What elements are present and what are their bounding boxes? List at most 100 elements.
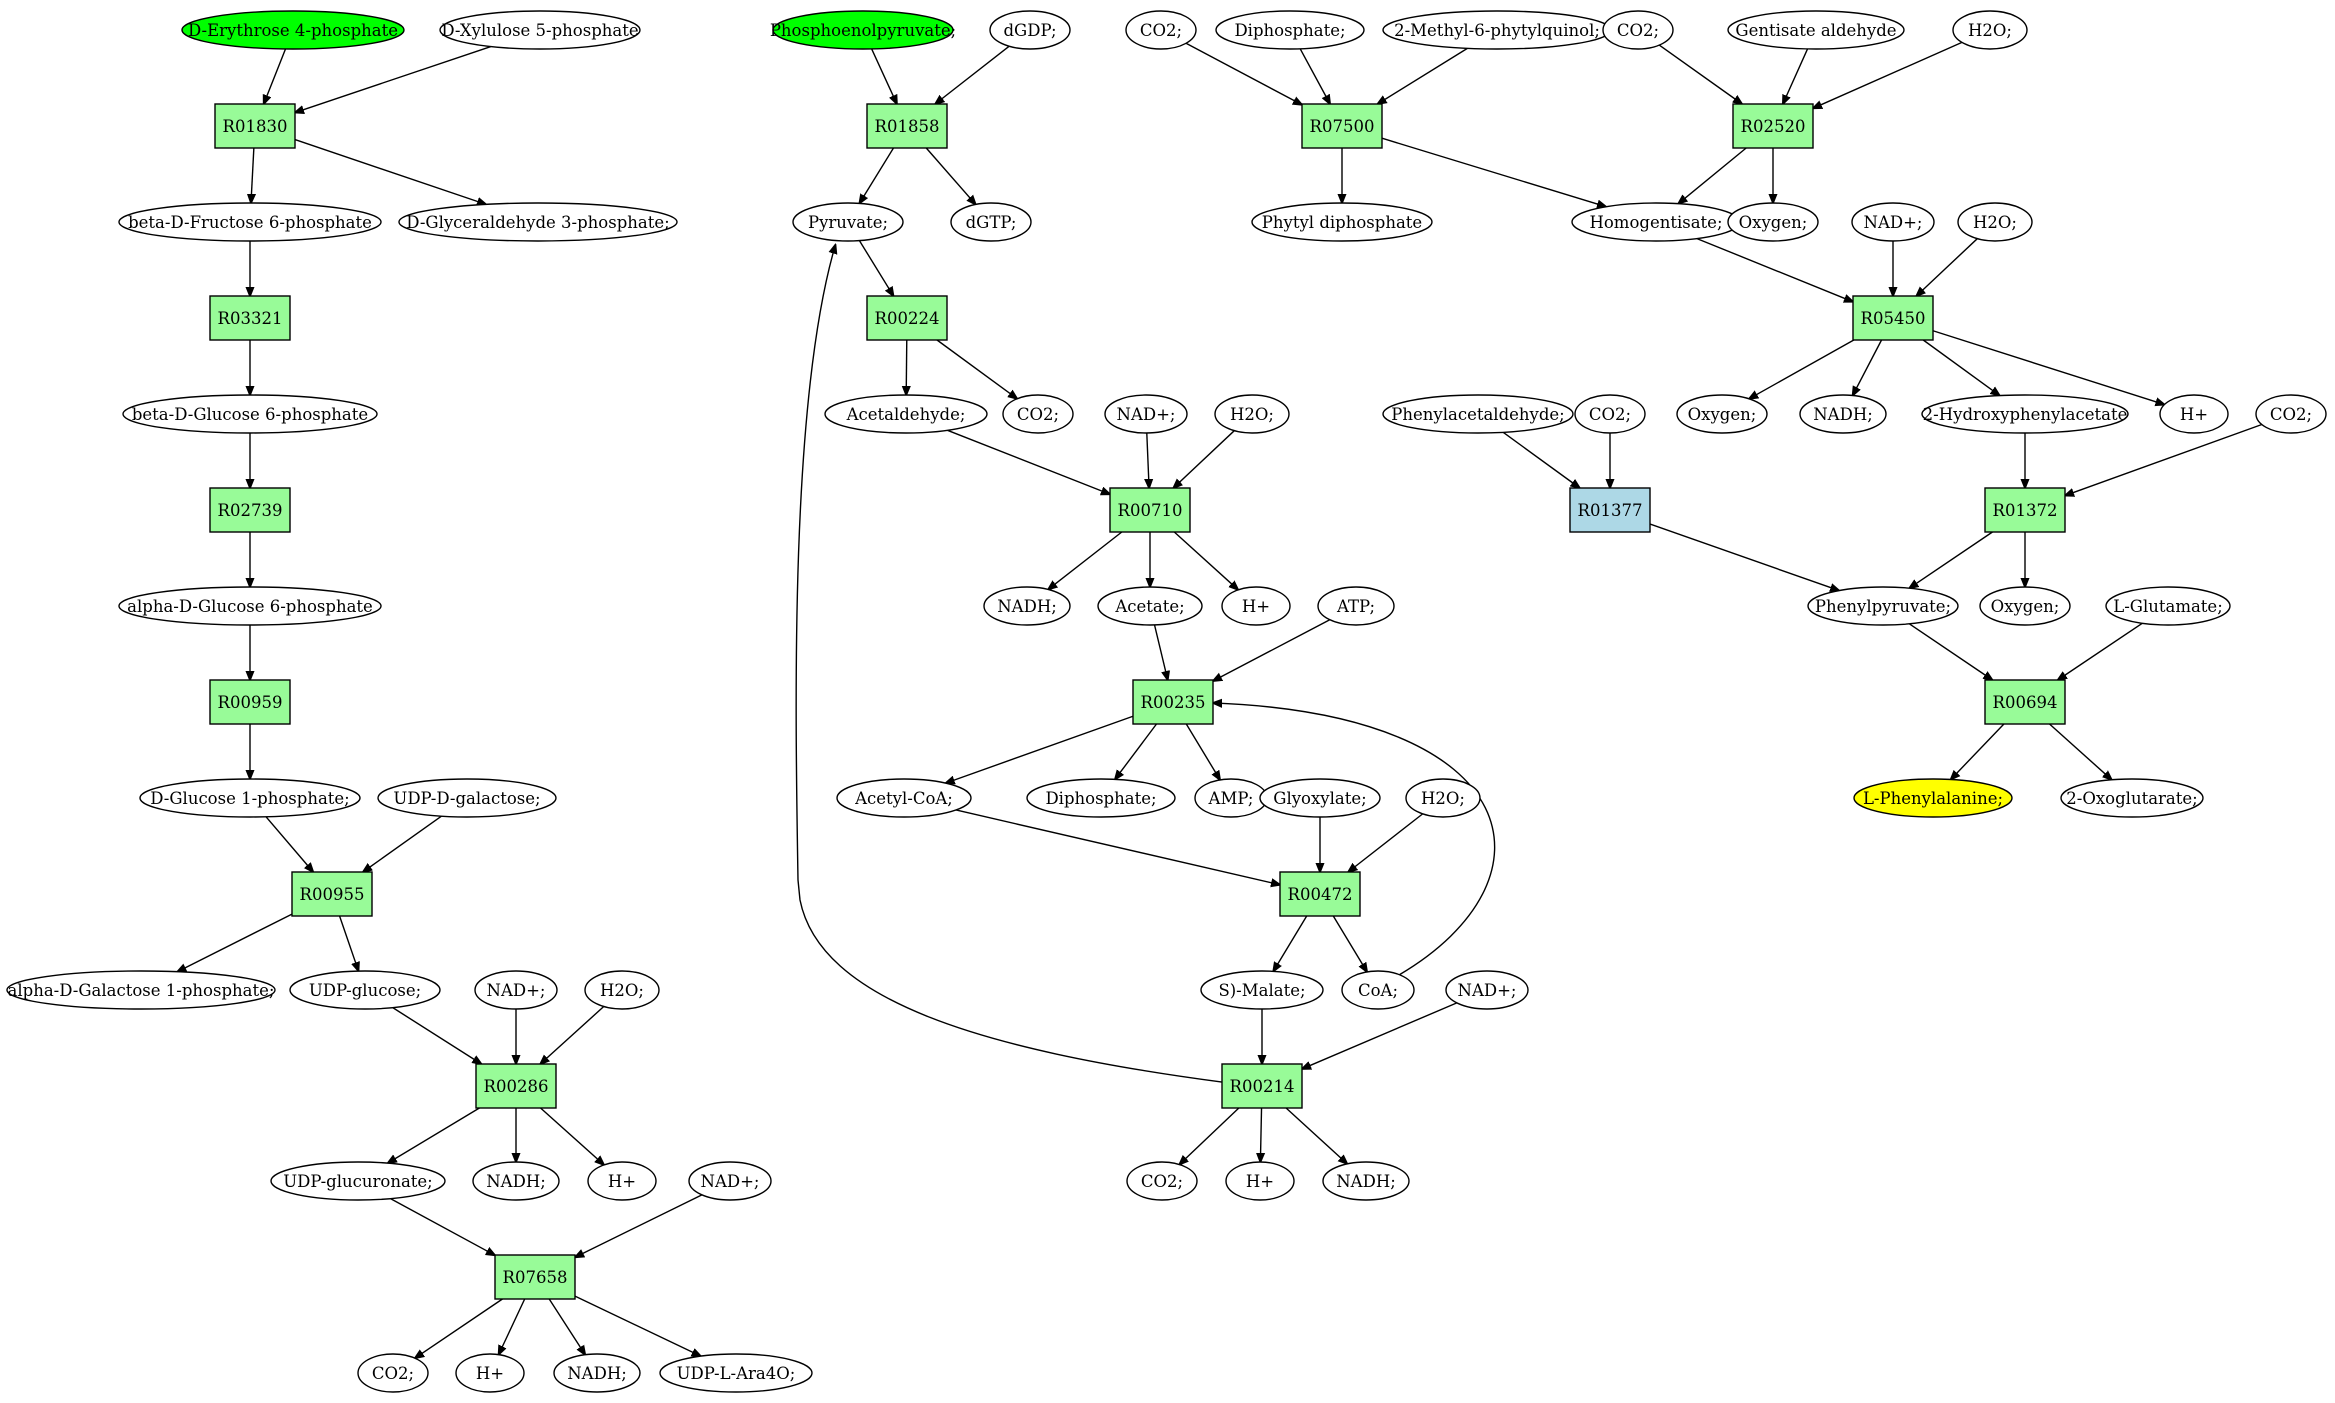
compound-node-phenylpyruvate[interactable]: Phenylpyruvate;	[1807, 586, 1959, 626]
compound-node-d-glyceraldehyde-3-phosphate[interactable]: D-Glyceraldehyde 3-phosphate;	[398, 202, 678, 242]
compound-node-h2o[interactable]: H2O;	[1405, 778, 1481, 818]
compound-node-co2[interactable]: CO2;	[1574, 394, 1646, 434]
reaction-node-r00472[interactable]: R00472	[1279, 871, 1361, 917]
compound-node-h[interactable]: H+	[1225, 1161, 1295, 1201]
compound-node-nad[interactable]: NAD+;	[688, 1161, 772, 1201]
compound-node-phosphoenolpyruvate[interactable]: Phosphoenolpyruvate;	[770, 10, 956, 50]
compound-node-2-methyl-6-phytylquinol[interactable]: 2-Methyl-6-phytylquinol;	[1382, 10, 1612, 50]
compound-node-s-malate[interactable]: S)-Malate;	[1200, 970, 1324, 1010]
compound-node-h2o[interactable]: H2O;	[1957, 202, 2033, 242]
compound-node-pyruvate[interactable]: Pyruvate;	[792, 202, 904, 242]
compound-node-co2[interactable]: CO2;	[357, 1353, 429, 1393]
compound-node-diphosphate[interactable]: Diphosphate;	[1215, 10, 1365, 50]
reaction-node-r00955[interactable]: R00955	[291, 871, 373, 917]
compound-node-nadh[interactable]: NADH;	[1322, 1161, 1410, 1201]
compound-node-2-oxoglutarate[interactable]: 2-Oxoglutarate;	[2060, 778, 2204, 818]
reaction-node-r00286[interactable]: R00286	[475, 1063, 557, 1109]
compound-node-phytyl-diphosphate[interactable]: Phytyl diphosphate	[1251, 202, 1433, 242]
compound-node-gentisate-aldehyde[interactable]: Gentisate aldehyde	[1727, 10, 1905, 50]
compound-node-nadh[interactable]: NADH;	[553, 1353, 641, 1393]
compound-node-h[interactable]: H+	[587, 1161, 657, 1201]
compound-label: Oxygen;	[1688, 405, 1757, 424]
compound-node-h[interactable]: H+	[1221, 586, 1291, 626]
compound-label: Phytyl diphosphate	[1262, 213, 1422, 232]
compound-node-udp-glucose[interactable]: UDP-glucose;	[289, 970, 441, 1010]
compound-node-co2[interactable]: CO2;	[1002, 394, 1074, 434]
compound-node-d-xylulose-5-phosphate[interactable]: D-Xylulose 5-phosphate	[439, 10, 641, 50]
compound-label: NAD+;	[487, 981, 546, 1000]
compound-node-d-glucose-1-phosphate[interactable]: D-Glucose 1-phosphate;	[139, 778, 361, 818]
reaction-node-r01830[interactable]: R01830	[214, 103, 296, 149]
compound-node-nadh[interactable]: NADH;	[983, 586, 1071, 626]
compound-node-atp[interactable]: ATP;	[1317, 586, 1395, 626]
reaction-node-r00214[interactable]: R00214	[1221, 1063, 1303, 1109]
compound-label: CO2;	[1617, 21, 1659, 40]
reaction-node-r01377[interactable]: R01377	[1569, 487, 1651, 533]
compound-node-udp-d-galactose[interactable]: UDP-D-galactose;	[377, 778, 557, 818]
reaction-node-r07658[interactable]: R07658	[494, 1254, 576, 1300]
reaction-node-r05450[interactable]: R05450	[1852, 295, 1934, 341]
reaction-node-r07500[interactable]: R07500	[1301, 103, 1383, 149]
compound-node-udp-l-ara4o[interactable]: UDP-L-Ara4O;	[659, 1353, 813, 1393]
compound-node-homogentisate[interactable]: Homogentisate;	[1571, 202, 1741, 242]
edge-r00472-to-s-malate	[1273, 915, 1308, 971]
compound-node-nad[interactable]: NAD+;	[1104, 394, 1188, 434]
compound-node-oxygen[interactable]: Oxygen;	[1676, 394, 1768, 434]
compound-node-acetate[interactable]: Acetate;	[1097, 586, 1203, 626]
compound-node-udp-glucuronate[interactable]: UDP-glucuronate;	[270, 1161, 446, 1201]
reaction-node-r01858[interactable]: R01858	[866, 103, 948, 149]
compound-node-l-phenylalanine[interactable]: L-Phenylalanine;	[1853, 778, 2013, 818]
compound-node-coa[interactable]: CoA;	[1341, 970, 1415, 1010]
compound-node-co2[interactable]: CO2;	[1602, 10, 1674, 50]
compound-node-alpha-d-glucose-6-phosphate[interactable]: alpha-D-Glucose 6-phosphate	[118, 586, 382, 626]
compound-ellipse	[1214, 394, 1290, 434]
compound-node-h[interactable]: H+	[2159, 394, 2229, 434]
compound-node-co2[interactable]: CO2;	[2255, 394, 2327, 434]
compound-node-diphosphate[interactable]: Diphosphate;	[1026, 778, 1176, 818]
reaction-node-r00694[interactable]: R00694	[1984, 679, 2066, 725]
compound-node-beta-d-glucose-6-phosphate[interactable]: beta-D-Glucose 6-phosphate	[122, 394, 378, 434]
compound-node-co2[interactable]: CO2;	[1126, 1161, 1198, 1201]
reaction-box	[866, 295, 948, 341]
compound-node-acetaldehyde[interactable]: Acetaldehyde;	[824, 394, 988, 434]
compound-node-nad[interactable]: NAD+;	[1851, 202, 1935, 242]
compound-node-l-glutamate[interactable]: L-Glutamate;	[2105, 586, 2231, 626]
compound-node-glyoxylate[interactable]: Glyoxylate;	[1259, 778, 1381, 818]
reaction-node-r00710[interactable]: R00710	[1109, 487, 1191, 533]
compound-node-d-erythrose-4-phosphate[interactable]: D-Erythrose 4-phosphate	[181, 10, 405, 50]
compound-node-oxygen[interactable]: Oxygen;	[1979, 586, 2071, 626]
compound-node-nadh[interactable]: NADH;	[472, 1161, 560, 1201]
compound-node-acetyl-coa[interactable]: Acetyl-CoA;	[836, 778, 972, 818]
edge-r00286-to-udp-glucuronate	[388, 1107, 480, 1163]
compound-node-nadh[interactable]: NADH;	[1799, 394, 1887, 434]
compound-node-alpha-d-galactose-1-phosphate[interactable]: alpha-D-Galactose 1-phosphate;	[6, 970, 276, 1010]
compound-node-dgtp[interactable]: dGTP;	[950, 202, 1032, 242]
edge-r00694-to-2-oxoglutarate	[2049, 723, 2112, 780]
reaction-node-r03321[interactable]: R03321	[209, 295, 291, 341]
compound-node-dgdp[interactable]: dGDP;	[989, 10, 1071, 50]
reaction-node-r00959[interactable]: R00959	[209, 679, 291, 725]
compound-node-h2o[interactable]: H2O;	[1214, 394, 1290, 434]
reaction-node-r02739[interactable]: R02739	[209, 487, 291, 533]
compound-node-2-hydroxyphenylacetate[interactable]: 2-Hydroxyphenylacetate	[1921, 394, 2129, 434]
compound-node-h2o[interactable]: H2O;	[584, 970, 660, 1010]
reaction-node-r01372[interactable]: R01372	[1984, 487, 2066, 533]
compound-node-beta-d-fructose-6-phosphate[interactable]: beta-D-Fructose 6-phosphate	[118, 202, 382, 242]
compound-label: H+	[608, 1172, 636, 1191]
compound-node-nad[interactable]: NAD+;	[474, 970, 558, 1010]
edge-coa-to-r00235	[1213, 703, 1496, 976]
reaction-node-r00235[interactable]: R00235	[1132, 679, 1214, 725]
reaction-box	[1301, 103, 1383, 149]
compound-node-oxygen[interactable]: Oxygen;	[1727, 202, 1819, 242]
compound-ellipse	[1602, 10, 1674, 50]
compound-node-h[interactable]: H+	[455, 1353, 525, 1393]
compound-node-amp[interactable]: AMP;	[1194, 778, 1268, 818]
reaction-node-r00224[interactable]: R00224	[866, 295, 948, 341]
compound-node-phenylacetaldehyde[interactable]: Phenylacetaldehyde;	[1382, 394, 1574, 434]
compound-node-h2o[interactable]: H2O;	[1952, 10, 2028, 50]
reaction-node-r02520[interactable]: R02520	[1732, 103, 1814, 149]
compound-label: Acetaldehyde;	[846, 405, 966, 424]
compound-label: NADH;	[997, 597, 1057, 616]
compound-node-co2[interactable]: CO2;	[1125, 10, 1197, 50]
compound-node-nad[interactable]: NAD+;	[1445, 970, 1529, 1010]
